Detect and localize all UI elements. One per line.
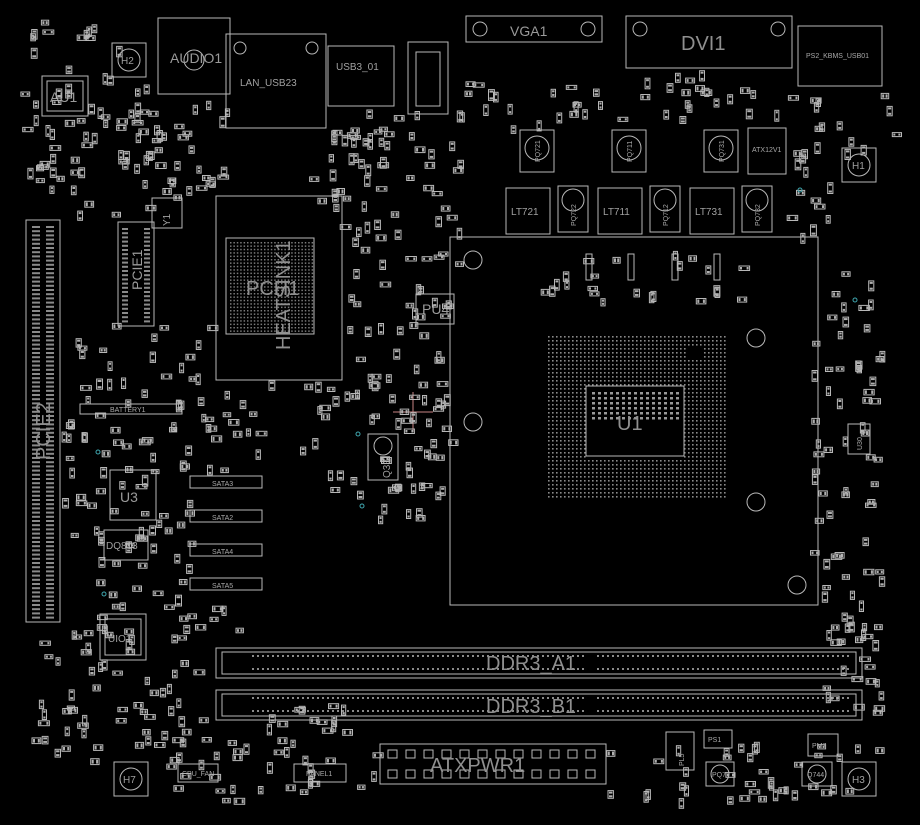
svg-text:UIO1: UIO1 <box>108 634 132 645</box>
audio-connector[interactable]: AUDIO1 <box>157 17 231 95</box>
sata-port-4[interactable]: SATA5 <box>189 577 263 591</box>
cpu-crosshair <box>393 392 433 432</box>
inductor-pl5[interactable]: PL5 <box>665 731 695 771</box>
atx-power-connector[interactable]: ATXPWR1 <box>379 743 607 785</box>
svg-text:PANEL1: PANEL1 <box>306 771 332 778</box>
svg-text:PQ731: PQ731 <box>719 140 726 162</box>
ddr3-b1-label: DDR3_B1 <box>486 696 576 718</box>
pcie2-slot[interactable]: PCIE2 <box>25 219 61 623</box>
pch-chip[interactable]: PCH1 HEATSINK1 <box>215 195 343 381</box>
usb-label: USB3_01 <box>336 62 379 73</box>
svg-text:Q33: Q33 <box>382 459 393 478</box>
inductor-lt711[interactable]: LT711 <box>597 187 643 235</box>
svg-text:SATA2: SATA2 <box>212 515 233 522</box>
svg-text:SATA5: SATA5 <box>212 583 233 590</box>
svg-text:ATXPWR1: ATXPWR1 <box>430 755 525 777</box>
inductor-lt731[interactable]: LT731 <box>689 187 735 235</box>
ddr3-a1-label: DDR3_A1 <box>486 653 576 675</box>
mounting-hole-h3: H3 <box>841 761 877 797</box>
svg-text:PQ721: PQ721 <box>535 140 542 162</box>
svg-text:SATA3: SATA3 <box>212 481 233 488</box>
svg-text:U3: U3 <box>120 489 138 505</box>
inductor-lt721[interactable]: LT721 <box>505 187 551 235</box>
ps2-label: PS2_KBMS_USB01 <box>806 53 869 60</box>
ddr3-a1-slot[interactable]: DDR3_A1 <box>215 647 863 679</box>
svg-text:BATTERY1: BATTERY1 <box>110 407 146 414</box>
ddr3-b1-slot[interactable]: DDR3_B1 <box>215 689 863 721</box>
svg-text:LT721: LT721 <box>511 207 539 218</box>
atx12v-connector[interactable]: ATX12V1 <box>747 127 787 175</box>
pcie2-label: PCIE2 <box>33 402 55 460</box>
y1-label: Y1 <box>162 213 173 226</box>
mosfet-pq711[interactable]: PQ711 <box>611 129 647 173</box>
svg-text:Q744: Q744 <box>807 772 824 779</box>
svg-text:PQ7: PQ7 <box>712 772 726 779</box>
crystal-y1: Y1 <box>151 197 183 229</box>
usb3-connector[interactable]: USB3_01 <box>327 45 395 107</box>
svg-text:LT731: LT731 <box>695 207 723 218</box>
vga-connector[interactable]: VGA1 <box>465 15 603 43</box>
svg-text:ATX12V1: ATX12V1 <box>752 147 782 154</box>
svg-text:PQ732: PQ732 <box>755 204 762 226</box>
svg-text:PQ711: PQ711 <box>627 141 634 162</box>
svg-text:DQ813: DQ813 <box>106 541 138 552</box>
lan-usb-connector[interactable]: LAN_USB23 <box>225 33 327 129</box>
h1-label: H1 <box>852 161 865 172</box>
mounting-hole-h1: H1 <box>841 147 877 183</box>
svg-text:CPU_FAN: CPU_FAN <box>182 771 214 778</box>
pcie1-label: PCIE1 <box>129 249 145 290</box>
ps2-connector[interactable]: PS2_KBMS_USB01 <box>797 25 883 87</box>
part-ps1[interactable]: PS1 <box>703 729 733 749</box>
dvi-connector[interactable]: DVI1 <box>625 15 793 69</box>
pu4-label: PU4 <box>422 301 449 317</box>
svg-text:PQ712: PQ712 <box>663 204 670 226</box>
mosfet-pq731[interactable]: PQ731 <box>703 129 739 173</box>
h3-label: H3 <box>852 775 865 786</box>
audio-label: AUDIO1 <box>170 50 222 66</box>
lan-label: LAN_USB23 <box>240 78 297 89</box>
superio-uio1[interactable]: UIO1 <box>99 613 147 661</box>
sata-port-3[interactable]: SATA4 <box>189 543 263 557</box>
mosfet-pq732[interactable]: PQ732 <box>741 185 773 233</box>
h7-label: H7 <box>123 775 136 786</box>
sata-ports: SATA3 SATA2 SATA4 SATA5 <box>189 475 263 591</box>
svg-text:PS1: PS1 <box>708 737 721 744</box>
mosfet-pq722[interactable]: PQ722 <box>557 185 589 233</box>
cpu-socket-u1[interactable]: U1 <box>449 236 819 606</box>
vrm-area: LT721 LT711 LT731 PQ721 PQ711 PQ731 <box>505 127 787 235</box>
pcie1-slot[interactable]: PCIE1 <box>117 221 155 327</box>
rear-header-block <box>407 41 449 115</box>
sata-port-1[interactable]: SATA3 <box>189 475 263 489</box>
mounting-hole-h2: H2 <box>111 42 147 78</box>
svg-text:LT711: LT711 <box>603 207 630 218</box>
heatsink-label: HEATSINK1 <box>273 240 295 350</box>
svg-text:U30: U30 <box>857 437 864 450</box>
svg-text:PL5: PL5 <box>679 753 686 766</box>
cpu-fan-header[interactable]: CPU_FAN <box>177 763 219 783</box>
u1-label: U1 <box>617 413 643 435</box>
pch-label: PCH1 <box>246 278 299 300</box>
transistor-q33[interactable]: Q33 <box>367 433 399 481</box>
smd-components <box>20 19 902 809</box>
dvi-label: DVI1 <box>681 33 725 55</box>
svg-text:PQ722: PQ722 <box>571 204 578 226</box>
vga-label: VGA1 <box>510 23 548 39</box>
mounting-hole-h7: H7 <box>113 761 149 797</box>
svg-text:SATA4: SATA4 <box>212 549 233 556</box>
mosfet-pq712[interactable]: PQ712 <box>649 185 681 233</box>
h2-label: H2 <box>121 56 134 67</box>
